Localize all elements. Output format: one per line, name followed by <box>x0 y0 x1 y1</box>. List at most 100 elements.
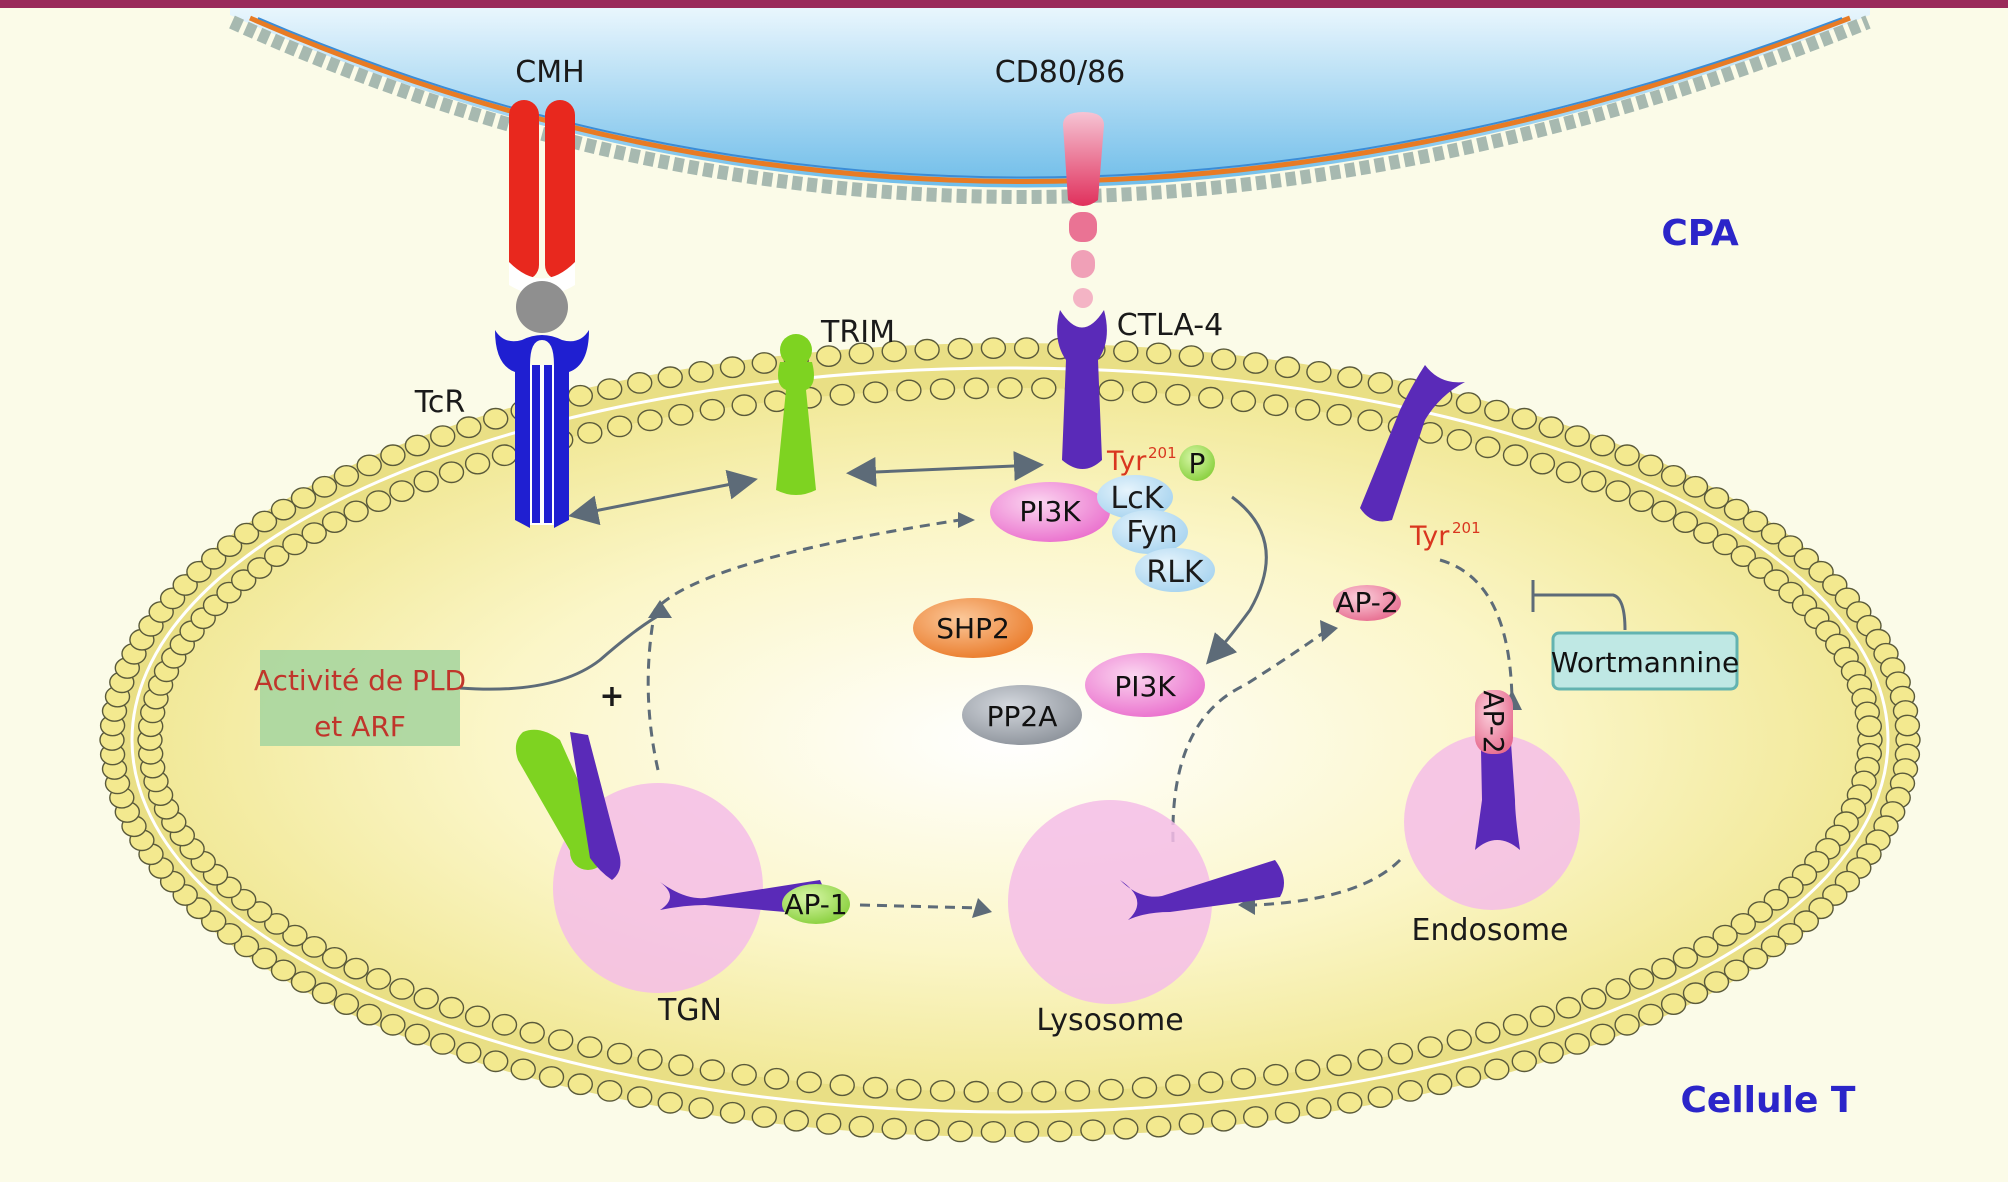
lipid-head <box>1294 1059 1321 1082</box>
path-arrowheads <box>648 512 1522 918</box>
mhc-molecule <box>509 100 575 295</box>
lipid-head <box>881 340 907 363</box>
lipid-head <box>491 1013 518 1036</box>
lipid-head <box>1013 1121 1040 1143</box>
cmh-label: CMH <box>515 55 584 90</box>
lipid-head <box>657 366 683 389</box>
lipid-head <box>668 403 694 426</box>
lipid-head <box>200 910 227 933</box>
lipid-head <box>1198 386 1224 409</box>
lipid-head <box>862 1076 889 1099</box>
lipid-head <box>1564 1033 1591 1055</box>
lipid-head <box>233 935 260 958</box>
lipid-head <box>1730 545 1757 567</box>
lipid-head <box>1502 1013 1529 1036</box>
lipid-head <box>311 982 338 1005</box>
lipid-head <box>1651 500 1677 523</box>
lipid-head <box>1638 454 1664 477</box>
lipid-head <box>519 1021 545 1044</box>
lipid-head <box>1145 342 1172 365</box>
pi3k-release-arrow <box>1205 495 1268 665</box>
lipid-head <box>413 470 439 493</box>
lipid-head <box>914 338 940 361</box>
lysosome-to-ap2-path <box>1171 628 1328 843</box>
lipid-head <box>606 415 633 438</box>
lipid-head <box>751 1106 777 1128</box>
lipid-head <box>491 444 518 467</box>
lipid-head <box>1013 337 1040 359</box>
lipid-head <box>1538 1041 1564 1064</box>
tyr-top-label: Tyr <box>1106 446 1147 477</box>
lipid-head <box>1210 1109 1237 1132</box>
lipid-head <box>1712 924 1738 947</box>
lipid-head <box>1660 464 1687 487</box>
lipid-head <box>597 378 623 400</box>
pi3k-mid-blob <box>1085 653 1205 717</box>
lipid-head <box>829 383 855 406</box>
tyr-right-sup: 201 <box>1452 519 1481 537</box>
lipid-head <box>1337 1091 1363 1114</box>
lipid-head <box>1178 1113 1205 1135</box>
lipid-head <box>567 384 593 407</box>
lipid-head <box>637 409 663 432</box>
lipid-head <box>1682 982 1709 1005</box>
lipid-head <box>1357 1048 1383 1071</box>
membrane-inner-layer <box>137 377 1883 1103</box>
pi3k-top-label: PI3K <box>1019 495 1081 528</box>
lipid-head <box>567 1073 593 1096</box>
lipid-head <box>1475 1021 1501 1044</box>
wortmannine-inhibition <box>1531 580 1627 631</box>
lipid-head <box>230 569 257 592</box>
lipid-head <box>1605 480 1631 502</box>
lysosome-label: Lysosome <box>1036 1003 1183 1038</box>
apc-cell <box>229 8 1871 204</box>
ap1-label: AP-1 <box>784 888 847 921</box>
ap2-endosome-blob <box>1475 690 1513 754</box>
fyn-blob <box>1112 510 1188 554</box>
lipid-head <box>321 511 348 533</box>
lipid-head <box>1367 1086 1394 1109</box>
lipid-head <box>627 371 653 394</box>
phospho-blob <box>1179 445 1215 481</box>
trim-ctla4-interaction-arrow <box>846 451 1044 487</box>
ctla4-internalizing <box>1360 365 1465 522</box>
lipid-head <box>282 533 308 556</box>
lipid-head <box>1455 1066 1482 1088</box>
lipid-head <box>1145 1115 1172 1138</box>
lipid-head <box>216 535 243 557</box>
lipid-head <box>1529 452 1556 475</box>
lipid-head <box>1165 383 1191 406</box>
pp2a-label: PP2A <box>987 700 1058 733</box>
lipid-head <box>896 379 922 402</box>
lysosome-ctla4 <box>1120 860 1284 920</box>
shp2-label: SHP2 <box>936 612 1010 645</box>
lipid-head <box>1178 345 1205 367</box>
lipid-head <box>980 337 1007 359</box>
lipid-head <box>1242 352 1269 374</box>
lipid-head <box>430 1033 456 1055</box>
lipid-head <box>413 987 439 1010</box>
lipid-head <box>1274 1101 1301 1124</box>
lipid-head <box>456 416 482 439</box>
lipid-head <box>997 377 1023 399</box>
lipid-head <box>796 1071 822 1094</box>
tgn-label: TGN <box>657 993 722 1028</box>
lipid-head <box>1730 913 1757 935</box>
lipid-head <box>1367 371 1394 394</box>
lipid-head <box>1763 888 1790 911</box>
lipid-head <box>290 971 317 993</box>
lipid-head <box>380 444 406 467</box>
lipid-head <box>783 1109 809 1132</box>
lipid-head <box>1274 356 1301 379</box>
wortmannine-label: Wortmannine <box>1551 646 1739 679</box>
lipid-head <box>1894 714 1921 737</box>
lipid-head <box>251 947 278 970</box>
pld-arf-box <box>260 650 460 746</box>
lipid-head <box>1131 381 1158 404</box>
lipid-head <box>1589 1023 1616 1046</box>
pi3k-top-blob <box>990 482 1110 542</box>
lipid-head <box>1672 511 1699 533</box>
lipid-head <box>1131 1076 1158 1099</box>
lipid-head <box>1777 535 1804 557</box>
ctla4-membrane <box>1057 310 1107 469</box>
